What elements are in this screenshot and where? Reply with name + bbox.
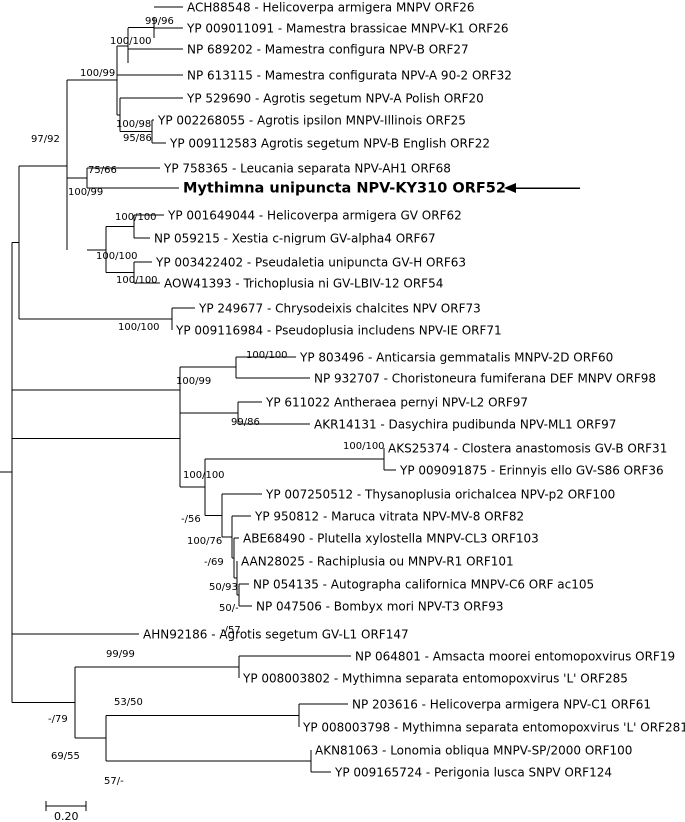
support-value: 97/92 bbox=[31, 134, 60, 145]
leaf-label: AAN28025 - Rachiplusia ou MNPV-R1 ORF101 bbox=[241, 555, 514, 569]
leaf-label: AKR14131 - Dasychira pudibunda NPV-ML1 O… bbox=[314, 418, 616, 432]
support-value: 75/66 bbox=[88, 165, 117, 176]
leaf-label: NP 064801 - Amsacta moorei entomopoxviru… bbox=[355, 650, 675, 664]
support-value: 100/76 bbox=[187, 536, 222, 547]
leaf-label: YP 950812 - Maruca vitrata NPV-MV-8 ORF8… bbox=[254, 510, 524, 524]
leaf-label: YP 009091875 - Erinnyis ello GV-S86 ORF3… bbox=[399, 464, 664, 478]
support-value: 100/98 bbox=[116, 119, 151, 130]
support-value: 100/100 bbox=[96, 251, 138, 262]
highlight-leaf-label: Mythimna unipuncta NPV-KY310 ORF52 bbox=[183, 181, 506, 197]
leaf-label: YP 803496 - Anticarsia gemmatalis MNPV-2… bbox=[299, 351, 613, 365]
leaf-label: ABE68490 - Plutella xylostella MNPV-CL3 … bbox=[243, 532, 539, 546]
support-value: 100/100 bbox=[116, 275, 158, 286]
leaf-label: AOW41393 - Trichoplusia ni GV-LBIV-12 OR… bbox=[164, 277, 443, 291]
leaf-label: YP 009165724 - Perigonia lusca SNPV ORF1… bbox=[334, 766, 612, 780]
support-value: 100/99 bbox=[80, 68, 115, 79]
support-value: -/79 bbox=[48, 714, 68, 725]
support-value: 99/86 bbox=[231, 417, 260, 428]
scale-bar: 0.20 bbox=[45, 801, 87, 822]
support-value: 100/99 bbox=[68, 187, 103, 198]
arrow-head-icon bbox=[504, 183, 516, 193]
leaf-label: NP 203616 - Helicoverpa armigera NPV-C1 … bbox=[352, 698, 651, 712]
leaf-label: AKN81063 - Lonomia obliqua MNPV-SP/2000 … bbox=[315, 744, 632, 758]
support-value: 50/93 bbox=[209, 582, 238, 593]
support-value: 100/100 bbox=[343, 441, 385, 452]
support-value: 99/99 bbox=[106, 649, 135, 660]
support-value: -/69 bbox=[204, 557, 224, 568]
support-value: 53/50 bbox=[114, 697, 143, 708]
support-value: 99/96 bbox=[145, 16, 174, 27]
support-value: 100/100 bbox=[246, 350, 288, 361]
leaf-label: YP 007250512 - Thysanoplusia orichalcea … bbox=[265, 488, 615, 502]
highlight-arrow bbox=[504, 183, 580, 193]
leaf-label: NP 613115 - Mamestra configurata NPV-A 9… bbox=[187, 69, 512, 83]
leaf-label: YP 002268055 - Agrotis ipsilon MNPV-Illi… bbox=[157, 114, 466, 128]
leaf-label: NP 932707 - Choristoneura fumiferana DEF… bbox=[314, 372, 656, 386]
leaf-label: YP 008003802 - Mythimna separata entomop… bbox=[242, 672, 628, 686]
scale-bar-label: 0.20 bbox=[54, 810, 79, 822]
support-value: 100/100 bbox=[118, 322, 160, 333]
leaf-label: YP 249677 - Chrysodeixis chalcites NPV O… bbox=[198, 302, 481, 316]
leaf-label: YP 001649044 - Helicoverpa armigera GV O… bbox=[167, 209, 462, 223]
leaf-label: YP 008003798 - Mythimna separata entomop… bbox=[302, 721, 685, 735]
leaf-label: NP 689202 - Mamestra configura NPV-B ORF… bbox=[187, 43, 469, 57]
leaf-label: YP 758365 - Leucania separata NPV-AH1 OR… bbox=[163, 162, 451, 176]
leaf-label: YP 529690 - Agrotis segetum NPV-A Polish… bbox=[186, 92, 484, 106]
support-value: 100/100 bbox=[183, 470, 225, 481]
support-value: 57/- bbox=[104, 776, 124, 787]
leaf-label: YP 009116984 - Pseudoplusia includens NP… bbox=[175, 324, 502, 338]
support-value: 100/99 bbox=[176, 376, 211, 387]
leaf-label: YP 009112583 Agrotis segetum NPV-B Engli… bbox=[169, 137, 490, 151]
leaf-label: AKS25374 - Clostera anastomosis GV-B ORF… bbox=[388, 442, 667, 456]
leaf-label: NP 047506 - Bombyx mori NPV-T3 ORF93 bbox=[256, 600, 504, 614]
support-value: -/57 bbox=[221, 625, 241, 636]
support-value: 100/100 bbox=[115, 212, 157, 223]
leaf-label: NP 059215 - Xestia c-nigrum GV-alpha4 OR… bbox=[154, 232, 436, 246]
support-value: 50/- bbox=[219, 603, 239, 614]
tree-branches bbox=[0, 6, 396, 773]
support-value: 69/55 bbox=[51, 751, 80, 762]
support-value: 95/86 bbox=[123, 133, 152, 144]
leaf-label: AHN92186 - Agrotis segetum GV-L1 ORF147 bbox=[143, 628, 409, 642]
leaf-label: ACH88548 - Helicoverpa armigera MNPV ORF… bbox=[187, 1, 475, 15]
support-labels: 99/96 100/100 100/99 100/98 95/86 97/92 75/66 1… bbox=[31, 16, 385, 787]
support-value: -/56 bbox=[181, 514, 201, 525]
support-value: 100/100 bbox=[110, 36, 152, 47]
leaf-labels: ACH88548 - Helicoverpa armigera MNPV ORF… bbox=[143, 1, 685, 780]
leaf-label: YP 003422402 - Pseudaletia unipuncta GV-… bbox=[155, 256, 466, 270]
leaf-label: NP 054135 - Autographa californica MNPV-… bbox=[253, 578, 594, 592]
leaf-label: YP 611022 Antheraea pernyi NPV-L2 ORF97 bbox=[265, 396, 528, 410]
leaf-label: YP 009011091 - Mamestra brassicae MNPV-K… bbox=[186, 22, 508, 36]
